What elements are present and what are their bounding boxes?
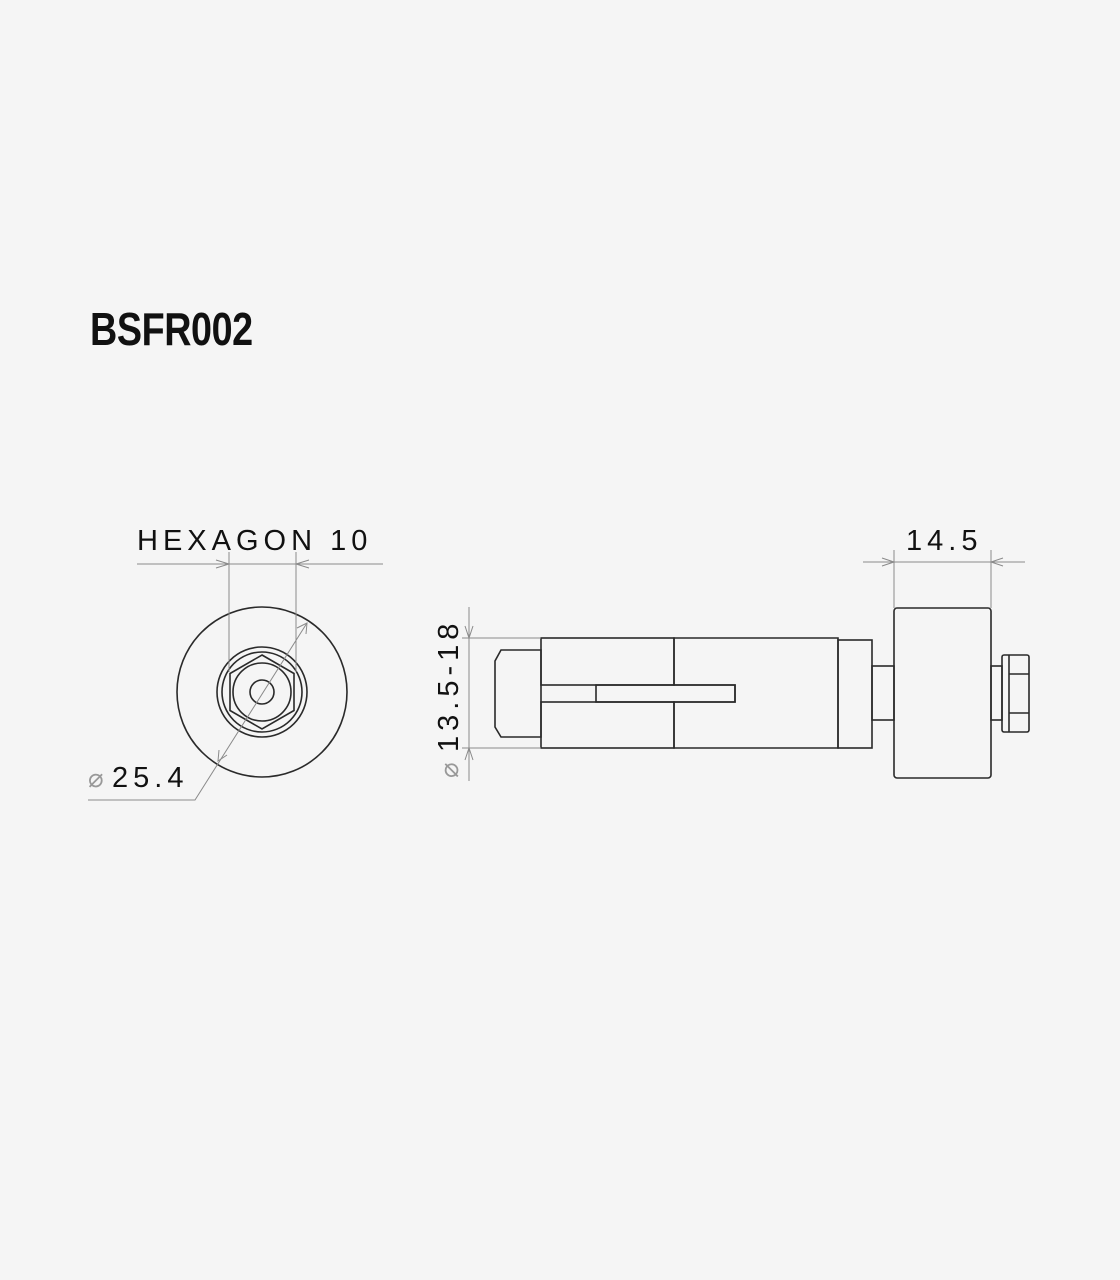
flange-inner-circle	[221, 651, 303, 733]
hexagon-head	[229, 654, 295, 730]
collar	[837, 639, 873, 749]
product-code-title: BSFR002	[90, 303, 253, 355]
arrow-icon	[881, 557, 896, 567]
shaft	[871, 665, 895, 721]
expander-upper-jaw	[540, 637, 675, 686]
outer-diameter-label: 25.4	[112, 762, 188, 794]
bolt-head	[1001, 654, 1030, 733]
slot	[595, 684, 736, 703]
expander-lower-jaw	[540, 701, 675, 749]
hexagon-label: HEXAGON 10	[137, 525, 372, 557]
front-view	[88, 552, 383, 801]
arrow-icon	[464, 625, 474, 640]
diameter-symbol: ⌀	[88, 764, 104, 794]
diameter-leader-line	[88, 622, 308, 801]
diameter-symbol: ⌀	[435, 762, 465, 778]
center-hole	[249, 679, 275, 705]
fit-diameter-label: 13.5-18	[433, 619, 465, 752]
end-cap	[893, 607, 992, 779]
arrow-icon	[217, 749, 228, 762]
flange-circle	[216, 646, 308, 738]
arrow-icon	[294, 559, 310, 569]
bolt-shank	[990, 665, 1003, 721]
side-view	[462, 550, 1030, 781]
arrow-icon	[215, 559, 231, 569]
hex-inner-circle	[232, 662, 292, 722]
arrow-icon	[989, 557, 1004, 567]
sleeve	[673, 637, 839, 749]
arrow-icon	[464, 746, 474, 761]
cap-width-label: 14.5	[906, 525, 982, 557]
outer-cap-circle	[176, 606, 348, 778]
expander-tip	[494, 649, 542, 738]
arrow-icon	[296, 622, 308, 635]
